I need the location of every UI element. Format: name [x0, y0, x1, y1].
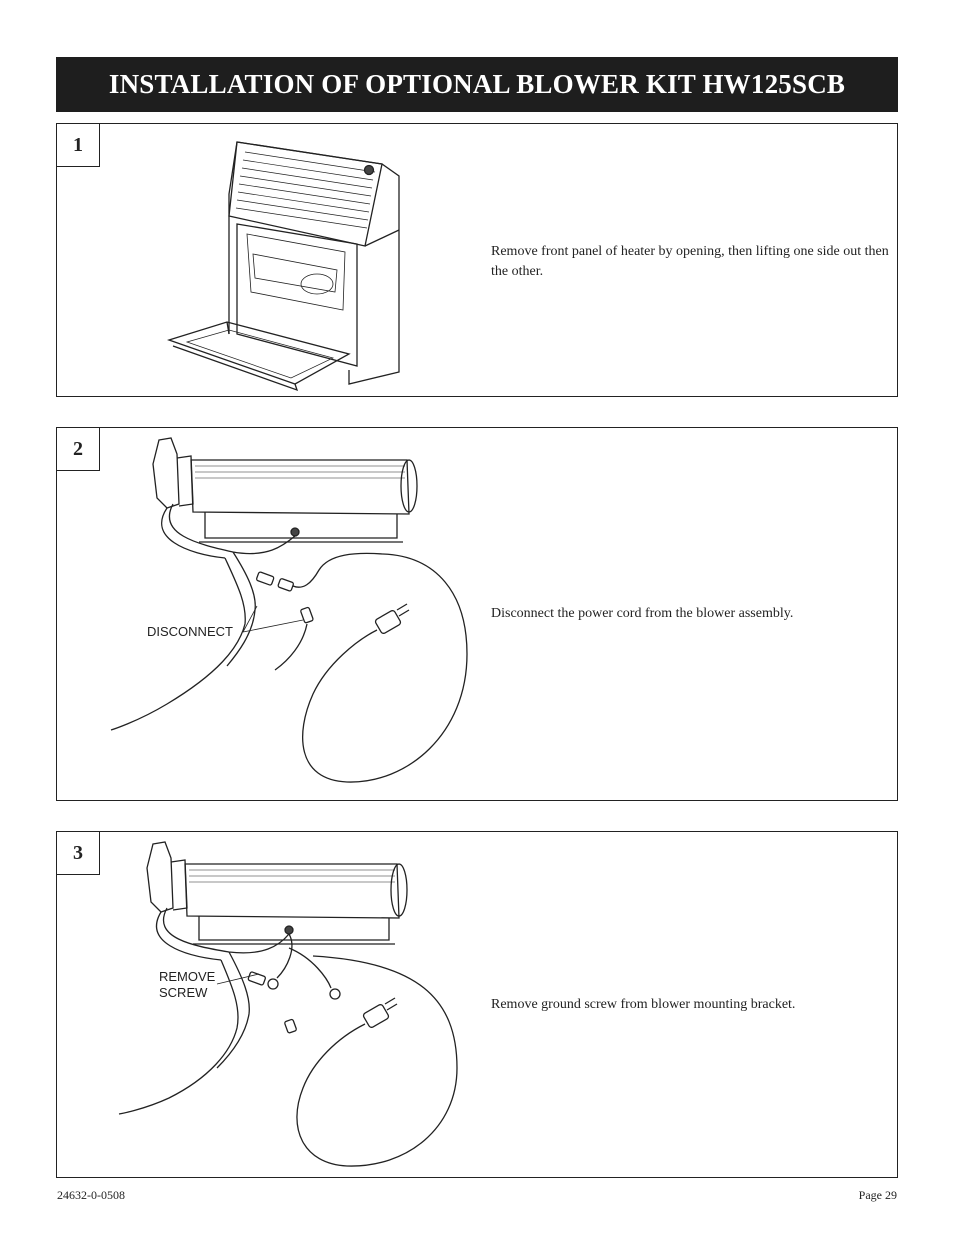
- page-number: Page 29: [858, 1188, 897, 1202]
- step-3-panel: 3: [56, 831, 898, 1178]
- page-title-bar: INSTALLATION OF OPTIONAL BLOWER KIT HW12…: [56, 57, 898, 112]
- step-number: 2: [57, 428, 100, 471]
- blower-disconnect-illustration: DISCONNECT: [110, 437, 468, 783]
- remove-screw-callout-line1: REMOVE: [159, 969, 216, 984]
- step-2-panel: 2: [56, 427, 898, 801]
- heater-illustration: [167, 141, 400, 392]
- step-number: 1: [57, 124, 100, 167]
- blower-ground-screw-illustration: REMOVE SCREW: [118, 841, 458, 1167]
- disconnect-callout: DISCONNECT: [147, 624, 233, 639]
- step-1-instruction: Remove front panel of heater by opening,…: [491, 244, 889, 279]
- remove-screw-callout-line2: SCREW: [159, 985, 208, 1000]
- step-number: 3: [57, 832, 100, 875]
- step-3-instruction: Remove ground screw from blower mounting…: [491, 997, 796, 1012]
- step-1-panel: 1: [56, 123, 898, 397]
- step-2-instruction: Disconnect the power cord from the blowe…: [491, 606, 794, 621]
- document-number: 24632-0-0508: [57, 1188, 125, 1202]
- page-title: INSTALLATION OF OPTIONAL BLOWER KIT HW12…: [108, 69, 846, 99]
